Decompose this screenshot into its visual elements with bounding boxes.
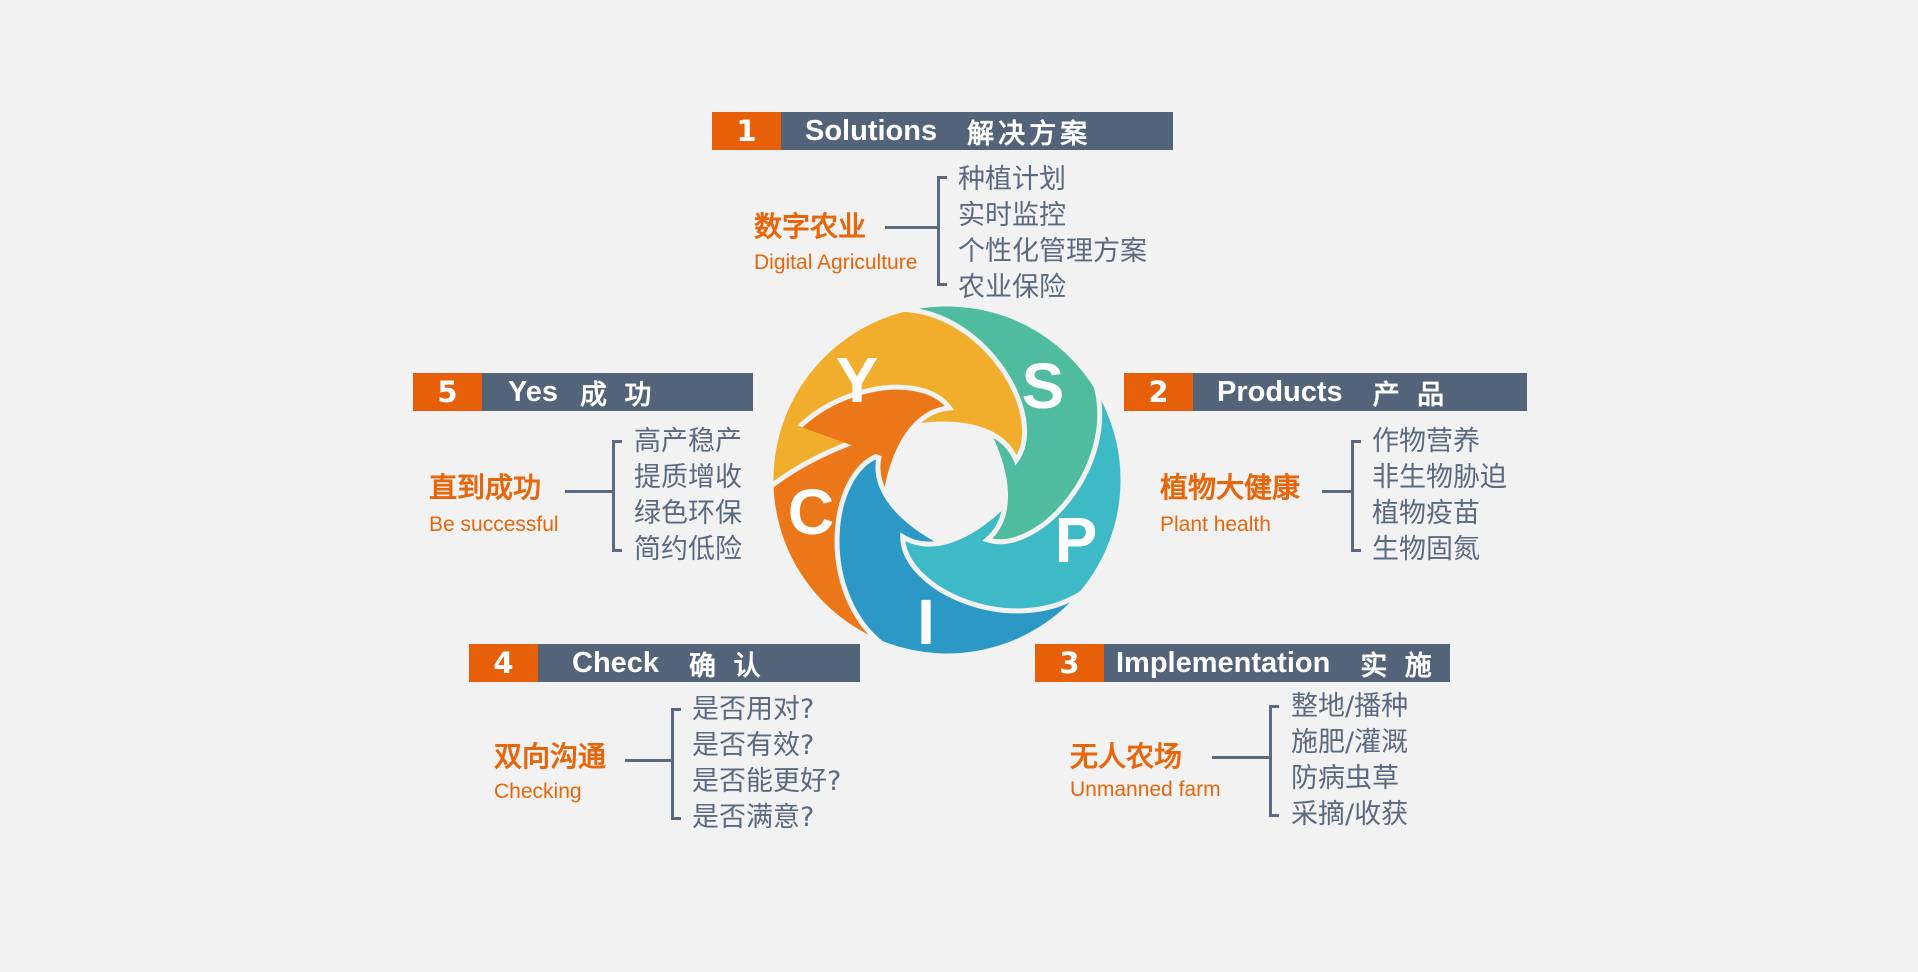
section-2-main-label: 植物大健康 [1160, 471, 1301, 504]
section-3-header: 3 Implementation 实 施 [1035, 644, 1450, 682]
section-title-zh: 确 认 [689, 650, 765, 682]
section-4-header: 4 Check 确 认 [469, 644, 860, 682]
section-title-zh: 产 品 [1372, 379, 1449, 411]
list-item: 整地/播种 [1291, 691, 1409, 722]
bracket [1269, 705, 1279, 817]
letter-i: I [917, 586, 935, 658]
section-4-items: 是否用对? 是否有效? 是否能更好? 是否满意? [692, 692, 841, 836]
connector-line [885, 226, 938, 229]
section-title-en: Products [1217, 375, 1343, 408]
section-number: 5 [413, 373, 482, 411]
list-item: 是否有效? [692, 730, 815, 761]
list-item: 生物固氮 [1372, 534, 1480, 565]
section-title-en: Solutions [805, 114, 938, 147]
connector-line [625, 759, 672, 762]
bracket [937, 176, 947, 286]
letter-s: S [1022, 350, 1065, 422]
bracket [671, 708, 681, 820]
list-item: 施肥/灌溉 [1291, 727, 1409, 758]
section-number: 4 [469, 644, 538, 682]
bracket [612, 440, 622, 552]
list-item: 高产稳产 [634, 426, 742, 457]
section-1-main-label: 数字农业 [754, 210, 867, 243]
list-item: 是否用对? [692, 694, 815, 725]
section-number: 1 [712, 112, 781, 150]
list-item: 作物营养 [1372, 426, 1480, 457]
list-item: 采摘/收获 [1291, 799, 1409, 830]
list-item: 非生物胁迫 [1372, 462, 1507, 493]
list-item: 简约低险 [634, 534, 742, 565]
list-item: 提质增收 [634, 462, 742, 493]
list-item: 实时监控 [958, 200, 1066, 231]
section-5-header: 5 Yes 成 功 [413, 373, 753, 411]
section-2-sub-label: Plant health [1160, 513, 1271, 536]
section-number: 3 [1035, 644, 1104, 682]
list-item: 是否能更好? [692, 766, 842, 797]
section-number: 2 [1124, 373, 1193, 411]
section-1-sub-label: Digital Agriculture [754, 251, 918, 274]
section-2-items: 作物营养 非生物胁迫 植物疫苗 生物固氮 [1372, 424, 1507, 568]
list-item: 种植计划 [958, 164, 1066, 195]
section-3-items: 整地/播种 施肥/灌溉 防病虫草 采摘/收获 [1291, 689, 1408, 833]
section-1-header: 1 Solutions 解决方案 [712, 112, 1173, 150]
list-item: 植物疫苗 [1372, 498, 1480, 529]
section-5-main-label: 直到成功 [429, 471, 542, 504]
section-title-en: Yes [508, 375, 558, 408]
section-title-zh: 成 功 [580, 379, 656, 411]
section-title-en: Check [572, 646, 660, 679]
section-title-zh: 实 施 [1360, 650, 1436, 682]
list-item: 农业保险 [958, 272, 1066, 303]
list-item: 个性化管理方案 [958, 236, 1147, 267]
letter-c: C [788, 476, 834, 548]
section-3-main-label: 无人农场 [1070, 740, 1183, 773]
connector-line [1322, 490, 1353, 493]
bracket [1351, 440, 1361, 552]
section-4-main-label: 双向沟通 [494, 740, 607, 773]
section-5-items: 高产稳产 提质增收 绿色环保 简约低险 [634, 424, 742, 568]
section-4-sub-label: Checking [494, 780, 582, 803]
list-item: 防病虫草 [1291, 763, 1399, 794]
connector-line [565, 490, 613, 493]
section-2-header: 2 Products 产 品 [1124, 373, 1527, 411]
section-1-items: 种植计划 实时监控 个性化管理方案 农业保险 [958, 162, 1147, 306]
connector-line [1212, 756, 1270, 759]
list-item: 是否满意? [692, 802, 815, 833]
letter-y: Y [836, 344, 879, 416]
section-5-sub-label: Be successful [429, 513, 559, 536]
letter-p: P [1055, 504, 1098, 576]
section-title-en: Implementation [1116, 646, 1331, 679]
list-item: 绿色环保 [634, 498, 742, 529]
section-3-sub-label: Unmanned farm [1070, 778, 1221, 801]
section-title-zh: 解决方案 [967, 118, 1092, 150]
